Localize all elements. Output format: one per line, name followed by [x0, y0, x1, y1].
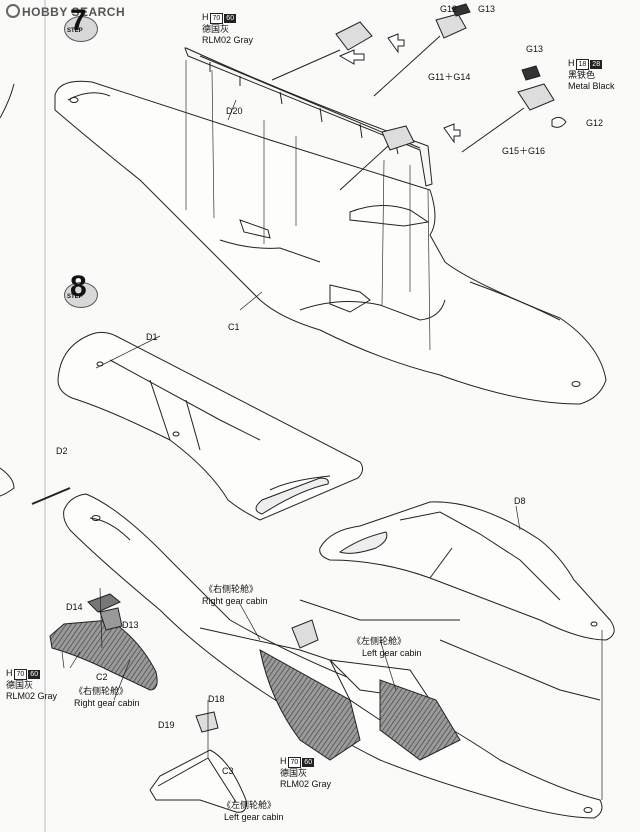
paint-name-en: RLM02 Gray — [202, 35, 254, 45]
gun-assembly-g15-g16 — [271, 3, 567, 191]
caption-right-gear-en-2: Right gear cabin — [74, 698, 140, 708]
logo-text: HOBBY SEARCH — [22, 5, 126, 19]
paint-prefix: H — [202, 12, 209, 22]
paint-number: 60 — [28, 670, 41, 679]
part-label-d18: D18 — [208, 694, 225, 704]
part-label-c3: C3 — [222, 766, 234, 776]
part-label-g13-right: G13 — [526, 44, 544, 54]
part-label-g15-g16: G15＋G16 — [502, 146, 546, 156]
edge-fragment-top — [0, 83, 15, 119]
step-label: STEP — [67, 28, 83, 34]
paint-name-cn: 德国灰 — [280, 768, 308, 778]
step-label: STEP — [67, 294, 83, 300]
step-number: 7 — [70, 4, 87, 37]
paint-number: 70 — [13, 669, 28, 680]
caption-left-gear-en-2: Left gear cabin — [224, 812, 284, 822]
logo-ring-icon — [6, 4, 20, 18]
paint-name-en: RLM02 Gray — [6, 691, 58, 701]
part-label-g13: G13 — [478, 4, 496, 14]
paint-number: 60 — [302, 758, 315, 767]
paint-prefix: H — [568, 58, 575, 68]
gear-door-c2 — [49, 587, 158, 691]
part-label-d2: D2 — [56, 446, 68, 456]
caption-right-gear-cn-2: 《右侧轮舱》 — [74, 686, 129, 696]
part-label-d8: D8 — [514, 496, 526, 506]
part-label-c1: C1 — [228, 322, 240, 332]
upper-wing-d8 — [319, 501, 615, 641]
spar-d20 — [184, 47, 433, 187]
step-number: 8 — [70, 270, 87, 303]
part-label-d14: D14 — [66, 602, 83, 612]
caption-right-gear-cn: 《右侧轮舱》 — [204, 584, 259, 594]
guide-lines-step7 — [185, 60, 431, 351]
step-7-badge: 7 STEP — [64, 4, 98, 44]
part-label-g12: G12 — [440, 4, 458, 14]
paint-name-en: Metal Black — [568, 81, 615, 91]
part-label-g11-g14: G11＋G14 — [428, 72, 471, 82]
paint-number: 60 — [224, 14, 237, 23]
step-disc-icon — [64, 282, 98, 308]
step-disc-icon — [64, 16, 98, 42]
paint-name-cn: 德国灰 — [202, 24, 230, 34]
paint-name-en: RLM02 Gray — [280, 779, 332, 789]
part-label-d20: D20 — [226, 106, 243, 116]
caption-right-gear-en: Right gear cabin — [202, 596, 268, 606]
paint-name-cn: 黑铁色 — [568, 70, 596, 80]
paint-number: 28 — [590, 60, 603, 69]
paint-prefix: H — [6, 668, 13, 678]
part-label-d19: D19 — [158, 720, 175, 730]
step-8-badge: 8 STEP — [64, 270, 98, 310]
part-label-c2: C2 — [96, 672, 108, 682]
gear-door-c3 — [149, 700, 247, 813]
part-label-d1: D1 — [146, 332, 158, 342]
brand-logo: HOBBY SEARCH — [6, 4, 125, 19]
lower-wing-c1 — [54, 80, 607, 405]
rod-d2 — [31, 487, 71, 505]
caption-left-gear-en: Left gear cabin — [362, 648, 422, 658]
caption-left-gear-cn: 《左侧轮舱》 — [352, 636, 407, 646]
paint-number: 18 — [575, 59, 590, 70]
paint-number: 70 — [287, 757, 302, 768]
part-label-g12-right: G12 — [586, 118, 604, 128]
part-label-d13: D13 — [122, 620, 139, 630]
paint-number: 70 — [209, 13, 224, 24]
lower-wing-step8 — [63, 493, 603, 819]
paint-name-cn: 德国灰 — [6, 680, 34, 690]
upper-wing-d1 — [57, 331, 364, 521]
edge-fragment-mid — [0, 467, 15, 497]
paint-prefix: H — [280, 756, 287, 766]
caption-left-gear-cn-2: 《左侧轮舱》 — [222, 800, 277, 810]
